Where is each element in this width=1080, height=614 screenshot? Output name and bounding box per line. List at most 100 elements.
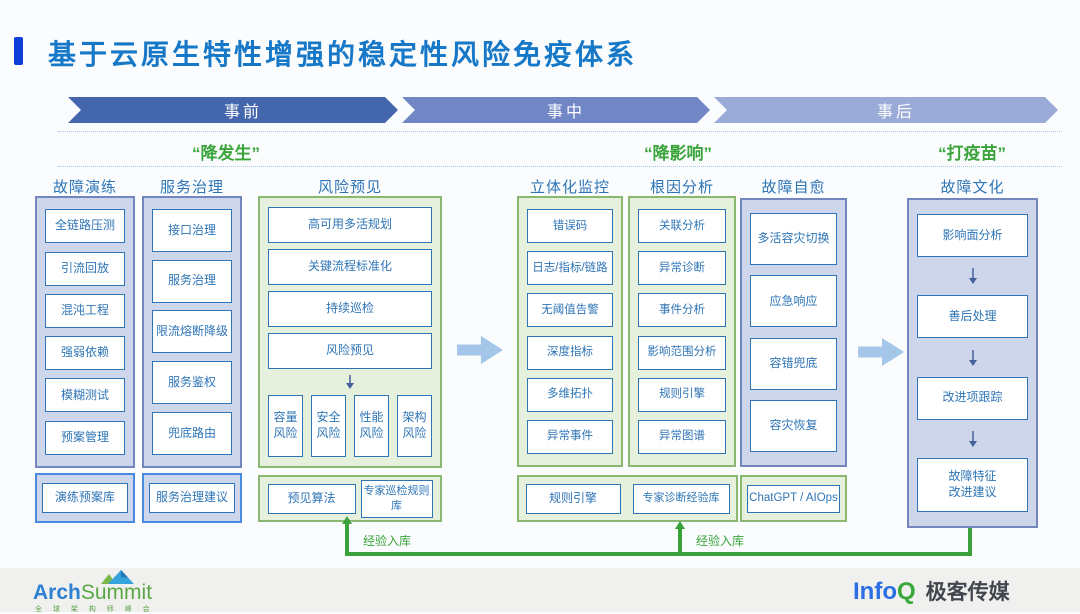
- item-box: 引流回放: [45, 251, 125, 286]
- feedback-line: [678, 529, 682, 555]
- column-footer-container: ChatGPT / AIOps: [740, 475, 847, 522]
- right-arrow-icon: [858, 337, 904, 367]
- column-header: 故障文化: [940, 179, 1005, 196]
- archsummit-logo: ArchSummit 全 球 架 构 师 峰 会: [33, 570, 203, 614]
- dotted-divider: [58, 166, 1062, 167]
- column-container: 接口治理服务治理限流熔断降级服务鉴权兜底路由: [142, 196, 242, 468]
- feedback-label: 经验入库: [363, 534, 412, 548]
- item-box: 影响范围分析: [638, 335, 726, 370]
- item-box: 容灾恢复: [750, 399, 837, 452]
- down-arrow-icon: [968, 430, 978, 447]
- phase-label: 事前: [223, 104, 262, 121]
- risk-box: 架构 风险: [397, 395, 432, 457]
- column-container: 错误码日志/指标/链路无阈值告警深度指标多维拓扑异常事件: [517, 196, 623, 467]
- item-box: 服务鉴权: [152, 361, 232, 405]
- phase-label: 事中: [546, 104, 585, 121]
- column-footer-container: 演练预案库: [35, 473, 135, 523]
- phase-label: 事后: [876, 104, 915, 121]
- shared-footer-container: 规则引擎专家诊断经验库: [517, 475, 738, 522]
- stage-label-reduce-occurrence: “降发生”: [192, 144, 260, 163]
- column-container: 关联分析异常诊断事件分析影响范围分析规则引擎异常图谱: [628, 196, 736, 467]
- feedback-line: [345, 552, 972, 556]
- column-container: 影响面分析善后处理改进项跟踪故障特征 改进建议: [907, 198, 1038, 528]
- column-container: 高可用多活规划关键流程标准化持续巡检风险预见容量 风险安全 风险性能 风险架构 …: [258, 196, 442, 468]
- down-arrow-icon: [968, 349, 978, 366]
- item-box: 异常事件: [527, 419, 613, 454]
- mountain-icon: [101, 570, 134, 584]
- stage-label-vaccinate: “打疫苗”: [938, 144, 1006, 163]
- column-header: 立体化监控: [529, 179, 610, 196]
- column-header: 故障自愈: [761, 179, 826, 196]
- dotted-divider: [58, 131, 1062, 132]
- column-container: 全链路压测引流回放混沌工程强弱依赖模糊测试预案管理: [35, 196, 135, 468]
- item-box: 多维拓扑: [527, 377, 613, 412]
- item-box: 强弱依赖: [45, 336, 125, 371]
- title-accent-bar: [14, 37, 23, 65]
- column-footer-container: 服务治理建议: [142, 473, 242, 523]
- item-box: 全链路压测: [45, 209, 125, 244]
- item-box: 事件分析: [638, 293, 726, 328]
- footer-box: 规则引擎: [525, 483, 621, 514]
- item-box: 持续巡检: [268, 291, 432, 327]
- infoq-logo: InfoQ 极客传媒: [853, 576, 1010, 606]
- footer-box: 专家巡检规则库: [360, 479, 433, 518]
- footer-box: 专家诊断经验库: [632, 483, 730, 514]
- infoq-info: Info: [853, 578, 897, 605]
- footer-box: 预见算法: [267, 483, 356, 514]
- item-box: 关联分析: [638, 209, 726, 244]
- item-box: 应急响应: [750, 275, 837, 328]
- up-arrow-icon: [342, 516, 352, 524]
- item-box: 故障特征 改进建议: [917, 457, 1028, 512]
- feedback-line: [345, 524, 349, 555]
- risk-box: 安全 风险: [311, 395, 346, 457]
- feedback-label: 经验入库: [696, 534, 745, 548]
- item-box: 改进项跟踪: [917, 376, 1028, 420]
- down-arrow-icon: [345, 375, 355, 389]
- item-box: 模糊测试: [45, 378, 125, 413]
- stage-label-reduce-impact: “降影响”: [644, 144, 712, 163]
- up-arrow-icon: [675, 521, 685, 529]
- item-box: 无阈值告警: [527, 293, 613, 328]
- column-header: 服务治理: [159, 179, 224, 196]
- column-header: 风险预见: [317, 179, 382, 196]
- archsummit-subtitle: 全 球 架 构 师 峰 会: [35, 606, 155, 613]
- item-box: 多活容灾切换: [750, 213, 837, 266]
- down-arrow-icon: [968, 268, 978, 285]
- risk-box: 容量 风险: [268, 395, 303, 457]
- column-header: 故障演练: [52, 179, 117, 196]
- item-box: 接口治理: [152, 208, 232, 252]
- item-box: 限流熔断降级: [152, 310, 232, 354]
- footer-box: 服务治理建议: [149, 483, 235, 513]
- item-box: 异常图谱: [638, 419, 726, 454]
- risk-row: 容量 风险安全 风险性能 风险架构 风险: [268, 395, 432, 457]
- item-box: 异常诊断: [638, 251, 726, 286]
- item-box: 兜底路由: [152, 412, 232, 456]
- footer-band: ArchSummit 全 球 架 构 师 峰 会 InfoQ 极客传媒: [0, 568, 1080, 614]
- infoq-media-name: 极客传媒: [925, 581, 1010, 604]
- item-box: 善后处理: [917, 295, 1028, 339]
- item-box: 预案管理: [45, 420, 125, 455]
- archsummit-arch: Arch: [33, 581, 81, 604]
- item-box: 混沌工程: [45, 293, 125, 328]
- phase-chevron-before: 事前: [68, 97, 398, 123]
- column-header: 根因分析: [649, 179, 714, 196]
- right-arrow-icon: [457, 335, 503, 365]
- phase-chevron-during: 事中: [402, 97, 710, 123]
- page-title: 基于云原生特性增强的稳定性风险免疫体系: [48, 39, 638, 70]
- column-container: 多活容灾切换应急响应容错兜底容灾恢复: [740, 198, 847, 467]
- item-box: 深度指标: [527, 335, 613, 370]
- infoq-q: Q: [896, 578, 916, 605]
- archsummit-wordmark: ArchSummit: [33, 581, 203, 604]
- item-box: 风险预见: [268, 333, 432, 369]
- item-box: 日志/指标/链路: [527, 251, 613, 286]
- item-box: 错误码: [527, 209, 613, 244]
- item-box: 服务治理: [152, 259, 232, 303]
- item-box: 容错兜底: [750, 337, 837, 390]
- footer-box: 演练预案库: [42, 483, 128, 513]
- footer-box: ChatGPT / AIOps: [747, 484, 840, 513]
- item-box: 规则引擎: [638, 377, 726, 412]
- archsummit-summit: Summit: [80, 581, 153, 604]
- item-box: 关键流程标准化: [268, 249, 432, 285]
- column-footer-container: 预见算法专家巡检规则库: [258, 475, 442, 522]
- item-box: 高可用多活规划: [268, 207, 432, 243]
